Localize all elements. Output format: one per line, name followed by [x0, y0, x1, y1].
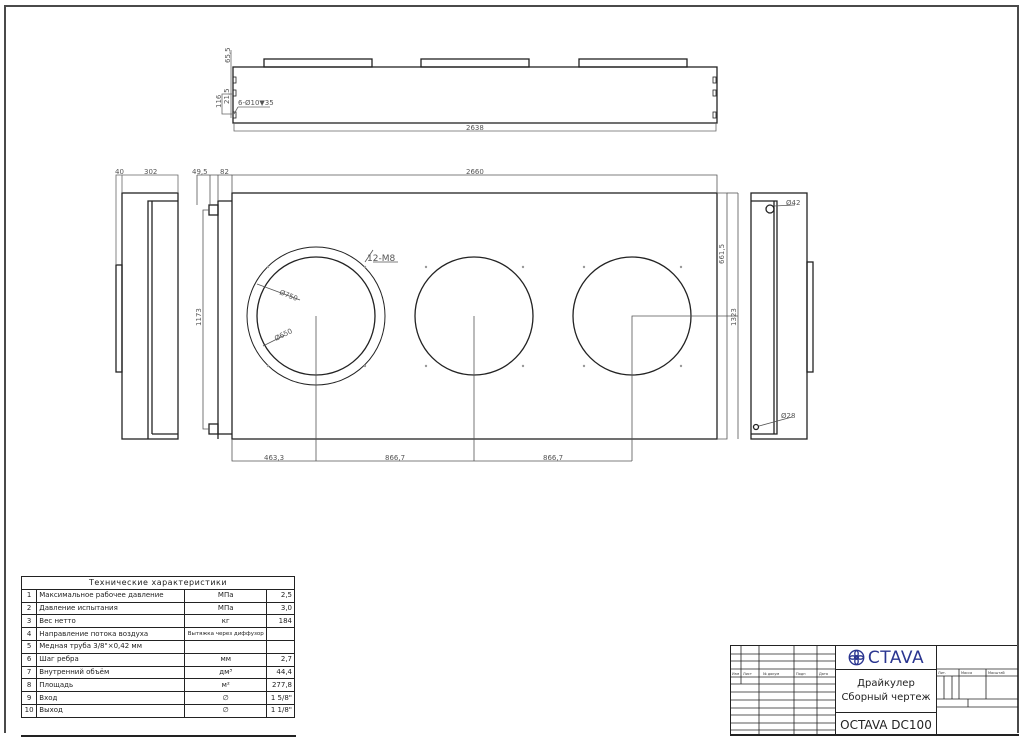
left-view	[115, 192, 179, 440]
svg-text:116: 116	[215, 94, 223, 108]
svg-text:82: 82	[220, 168, 229, 176]
svg-text:866,7: 866,7	[543, 454, 563, 462]
svg-text:661,5: 661,5	[718, 244, 726, 264]
spec-table-title: Технические характеристики	[21, 576, 295, 590]
svg-text:Ø42: Ø42	[786, 199, 800, 207]
divider	[21, 735, 296, 737]
right-view	[750, 192, 814, 440]
svg-text:1323: 1323	[730, 308, 738, 326]
svg-text:Масштаб: Масштаб	[988, 671, 1005, 675]
svg-text:Ø28: Ø28	[781, 412, 795, 420]
svg-text:2638: 2638	[466, 124, 484, 132]
svg-text:Лит.: Лит.	[938, 671, 946, 675]
sheet-info-grid: Лит. Масса Масштаб	[937, 668, 1018, 708]
svg-text:1173: 1173	[195, 308, 203, 326]
drawing-frame	[4, 5, 1019, 733]
svg-text:Масса: Масса	[961, 671, 972, 675]
svg-text:Лист: Лист	[743, 672, 752, 676]
model-name: OCTAVA DC100	[840, 717, 932, 732]
logo-text: CTAVA	[867, 647, 925, 668]
svg-text:40: 40	[115, 168, 124, 176]
top-view	[232, 58, 718, 124]
svg-text:Дата: Дата	[819, 672, 828, 676]
revision-grid: Изм Лист № докум Подп Дата	[731, 646, 835, 736]
dimension-labels: 65,5 116 21,5 6-Ø10▼35 2638 40 302 49,5 …	[115, 47, 800, 462]
company-logo: CTAVA	[836, 646, 936, 670]
divider	[730, 734, 1019, 736]
svg-text:463,3: 463,3	[264, 454, 284, 462]
drawing-title: Драйкулер Сборный чертеж	[836, 670, 936, 713]
svg-text:65,5: 65,5	[224, 47, 232, 63]
title-center: CTAVA Драйкулер Сборный чертеж OCTAVA DC…	[835, 646, 937, 736]
svg-text:Ø650: Ø650	[273, 327, 293, 343]
svg-text:2660: 2660	[466, 168, 484, 176]
octava-flower-icon	[848, 649, 865, 666]
svg-text:Подп: Подп	[796, 672, 805, 676]
svg-text:№ докум: № докум	[763, 672, 779, 676]
svg-text:Изм: Изм	[732, 672, 739, 676]
svg-text:866,7: 866,7	[385, 454, 405, 462]
svg-text:Ø750: Ø750	[278, 288, 298, 302]
svg-text:302: 302	[144, 168, 157, 176]
svg-text:49,5: 49,5	[192, 168, 208, 176]
svg-text:12-M8: 12-M8	[367, 254, 395, 264]
title-block: Изм Лист № докум Подп Дата CTAVA Драйкул…	[730, 645, 1018, 736]
svg-text:21,5: 21,5	[223, 88, 231, 104]
svg-text:6-Ø10▼35: 6-Ø10▼35	[238, 99, 274, 107]
